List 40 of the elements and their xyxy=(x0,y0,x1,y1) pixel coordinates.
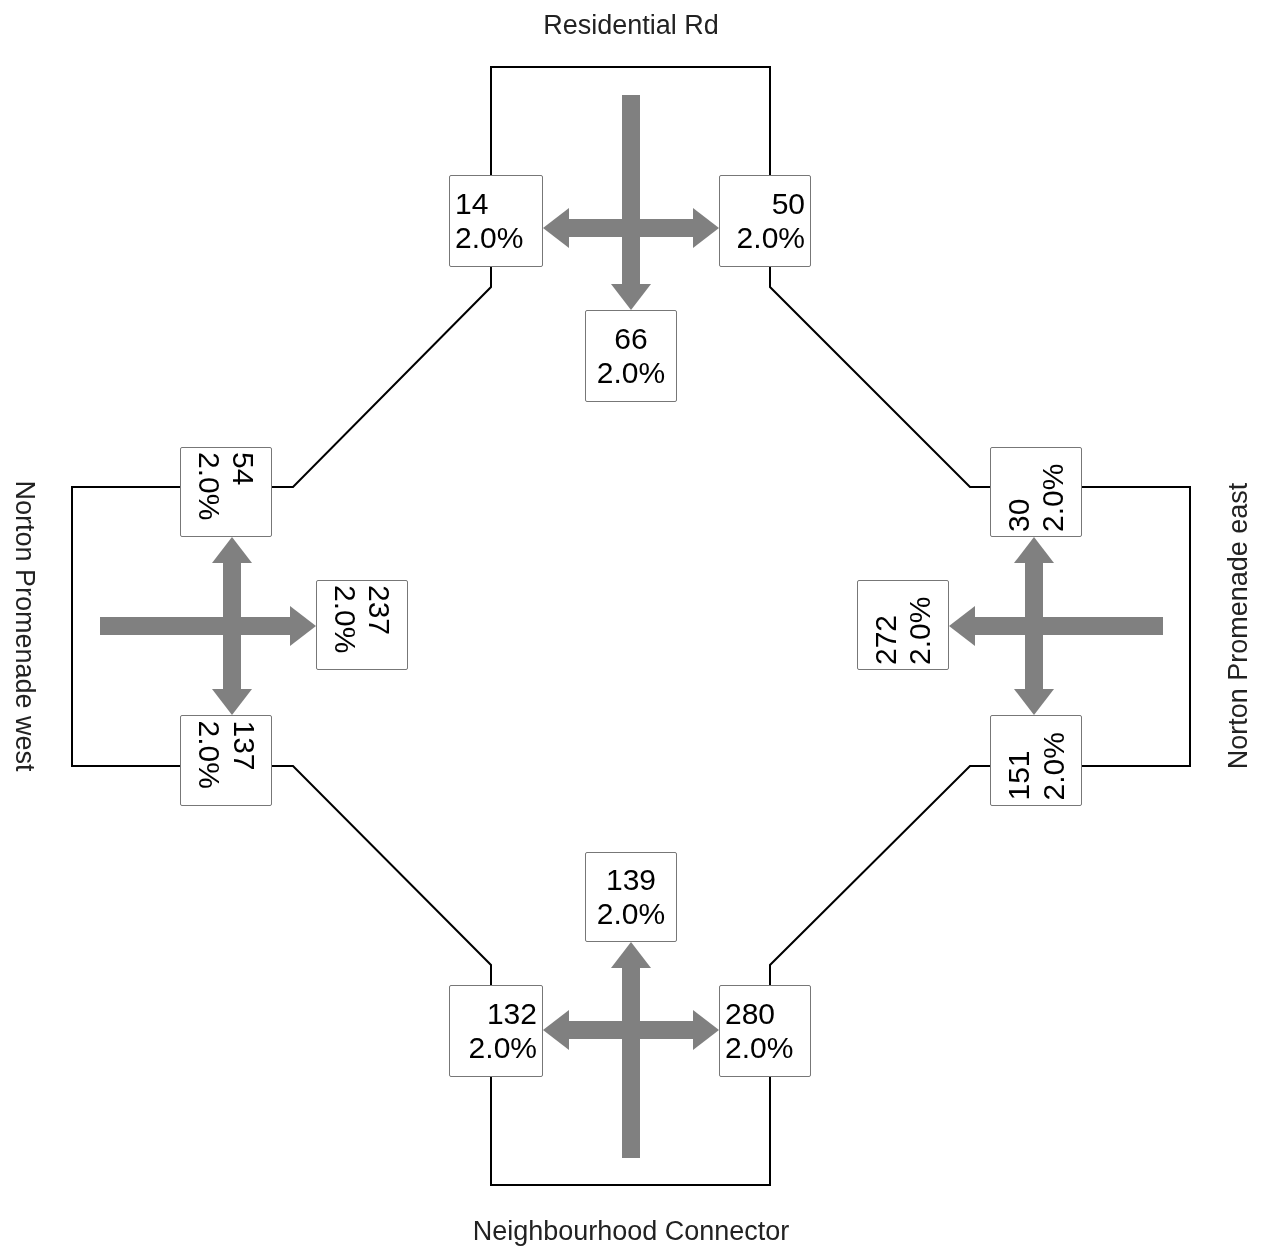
count-box xyxy=(449,985,543,1077)
count-box xyxy=(180,715,272,806)
percentage-text: 2.0% xyxy=(736,221,805,254)
percentage-text: 2.0% xyxy=(1036,463,1069,532)
count-box xyxy=(990,447,1082,537)
road-name: Norton Promenade west xyxy=(9,480,42,772)
percentage-text: 2.0% xyxy=(468,1031,537,1064)
percentage-text: 2.0% xyxy=(193,452,226,521)
volume-count: 50 xyxy=(771,186,805,220)
count-box xyxy=(990,715,1082,806)
percentage-text: 2.0% xyxy=(1036,732,1069,801)
volume-count: 30 xyxy=(1001,498,1035,532)
percentage-text: 2.0% xyxy=(193,720,226,789)
road-name: Residential Rd xyxy=(543,8,719,42)
volume-count: 139 xyxy=(605,862,657,896)
count-box xyxy=(449,175,543,267)
volume-count: 280 xyxy=(725,996,776,1030)
percentage-text: 2.0% xyxy=(596,356,666,389)
volume-count: 137 xyxy=(227,720,261,771)
count-box xyxy=(857,580,949,670)
count-box xyxy=(316,580,408,670)
percentage-text: 2.0% xyxy=(596,897,666,930)
count-box xyxy=(585,310,677,402)
volume-count: 54 xyxy=(227,452,261,486)
percentage-text: 2.0% xyxy=(725,1031,794,1064)
percentage-text: 2.0% xyxy=(903,596,936,665)
count-box xyxy=(585,852,677,942)
count-box xyxy=(719,175,811,267)
volume-count: 14 xyxy=(455,186,489,220)
volume-count: 272 xyxy=(868,614,902,665)
road-name: Norton Promenade east xyxy=(1221,482,1254,770)
road-name: Neighbourhood Connector xyxy=(472,1214,790,1248)
volume-count: 151 xyxy=(1001,750,1035,801)
count-box xyxy=(180,447,272,537)
percentage-text: 2.0% xyxy=(329,585,362,654)
volume-count: 132 xyxy=(486,996,537,1030)
percentage-text: 2.0% xyxy=(455,221,524,254)
volume-count: 66 xyxy=(614,321,648,355)
count-box xyxy=(719,985,811,1077)
volume-count: 237 xyxy=(363,585,397,636)
